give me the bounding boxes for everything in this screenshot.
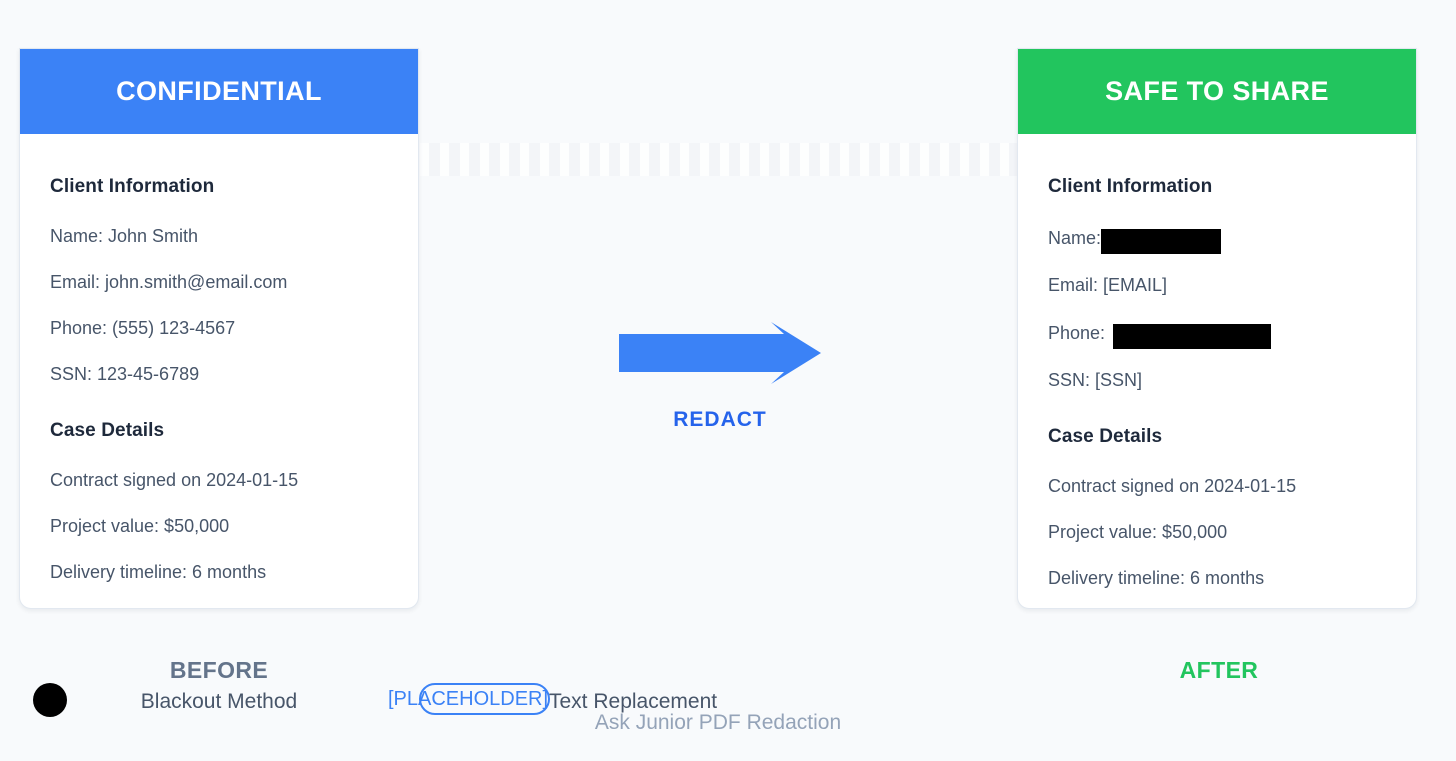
before-field-phone: Phone: (555) 123-4567 [50, 317, 388, 339]
before-section-title-case-details: Case Details [50, 420, 165, 441]
footer-caption: Ask Junior PDF Redaction [594, 711, 842, 734]
before-field-name: Name: John Smith [50, 225, 388, 247]
after-field-email-text: Email: [EMAIL] [1048, 275, 1168, 295]
after-field-project-value: Project value: $50,000 [1048, 521, 1386, 543]
name-blackout-bar [1101, 229, 1222, 254]
before-field-ssn: SSN: 123-45-6789 [50, 363, 388, 385]
redact-arrow-label: REDACT [673, 408, 767, 431]
before-field-project-value: Project value: $50,000 [50, 515, 388, 537]
before-field-contract-date-text: Contract signed on 2024-01-15 [50, 470, 299, 490]
before-field-phone-text: Phone: (555) 123-4567 [50, 318, 236, 338]
before-field-email-text: Email: john.smith@email.com [50, 272, 288, 292]
after-field-name: Name: [1048, 225, 1386, 254]
before-section-title-client-information: Client Information [50, 176, 215, 197]
before-field-name-text: Name: John Smith [50, 226, 199, 246]
legend-before-title: BEFORE [169, 657, 269, 683]
placeholder-highlight-outline [419, 683, 550, 715]
after-field-ssn: SSN: [SSN] [1048, 369, 1386, 391]
before-field-email: Email: john.smith@email.com [50, 271, 388, 293]
background-stripe-pattern [420, 143, 1020, 176]
after-document-card: SAFE TO SHARE Client Information Name: E… [1017, 48, 1417, 609]
after-field-delivery-timeline: Delivery timeline: 6 months [1048, 567, 1386, 589]
after-field-phone-label: Phone: [1048, 322, 1106, 343]
legend-text-replacement-label: Text Replacement [549, 690, 718, 713]
after-field-contract-date-text: Contract signed on 2024-01-15 [1048, 476, 1297, 496]
safe-to-share-banner-label: SAFE TO SHARE [1105, 76, 1329, 106]
confidential-banner: CONFIDENTIAL [20, 49, 418, 134]
before-field-ssn-text: SSN: 123-45-6789 [50, 364, 200, 384]
safe-to-share-banner: SAFE TO SHARE [1018, 49, 1416, 134]
confidential-banner-label: CONFIDENTIAL [116, 76, 322, 106]
before-field-contract-date: Contract signed on 2024-01-15 [50, 469, 388, 491]
after-field-phone: Phone: [1048, 320, 1386, 349]
black-circle-icon [33, 683, 67, 717]
after-card-body: Client Information Name: Email: [EMAIL] … [1018, 134, 1416, 589]
right-arrow-icon [619, 322, 821, 384]
legend-after-title: AFTER [1179, 657, 1259, 683]
before-field-project-value-text: Project value: $50,000 [50, 516, 230, 536]
legend-before-subtitle: Blackout Method [140, 690, 298, 713]
before-card-body: Client Information Name: John Smith Emai… [20, 134, 418, 583]
after-field-contract-date: Contract signed on 2024-01-15 [1048, 475, 1386, 497]
phone-blackout-bar [1113, 324, 1272, 349]
after-section-title-client-information: Client Information [1048, 176, 1213, 197]
after-field-delivery-timeline-text: Delivery timeline: 6 months [1048, 568, 1265, 588]
after-field-ssn-text: SSN: [SSN] [1048, 370, 1143, 390]
after-field-name-label: Name: [1048, 227, 1102, 248]
before-field-delivery-timeline: Delivery timeline: 6 months [50, 561, 388, 583]
after-section-title-case-details: Case Details [1048, 426, 1163, 447]
before-field-delivery-timeline-text: Delivery timeline: 6 months [50, 562, 267, 582]
after-field-email: Email: [EMAIL] [1048, 274, 1386, 296]
before-document-card: CONFIDENTIAL Client Information Name: Jo… [19, 48, 419, 609]
redact-arrow [619, 322, 821, 384]
after-field-project-value-text: Project value: $50,000 [1048, 522, 1228, 542]
